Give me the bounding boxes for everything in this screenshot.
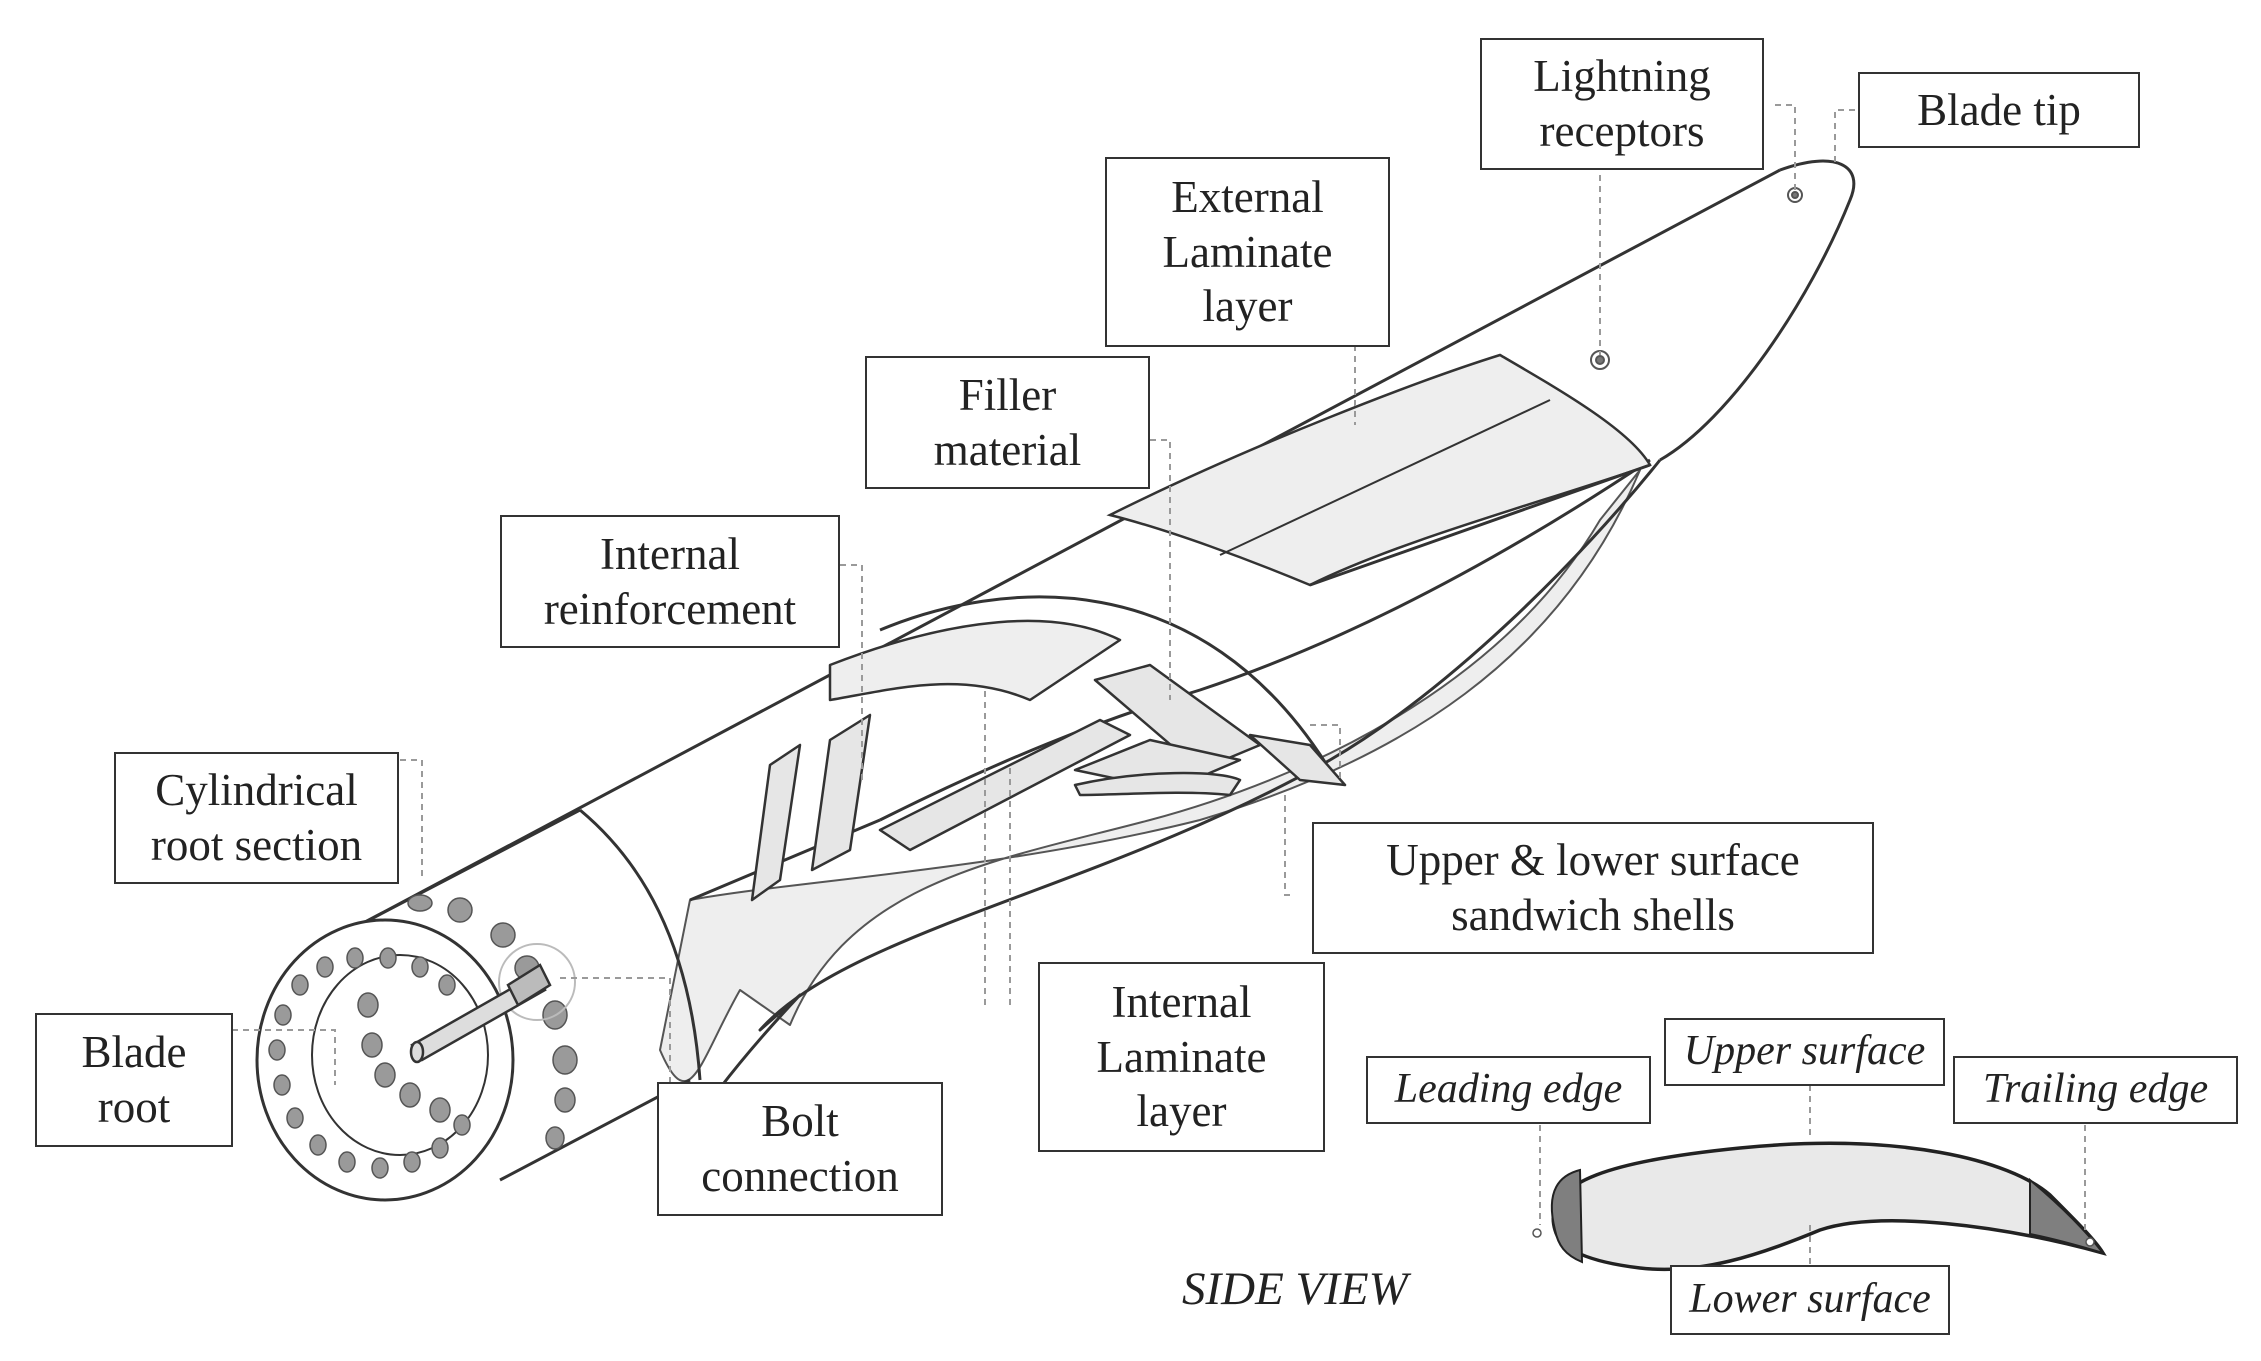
label-internal-reinforcement: Internal reinforcement bbox=[500, 515, 840, 648]
shell-seam bbox=[879, 458, 1651, 822]
label-filler-material: Filler material bbox=[865, 356, 1150, 489]
cut-edge-left bbox=[579, 808, 702, 1081]
upper-edge bbox=[349, 168, 1781, 932]
label-leading-edge: Leading edge bbox=[1366, 1056, 1651, 1124]
label-lower-surface: Lower surface bbox=[1670, 1265, 1950, 1335]
shell-cut-front bbox=[879, 595, 1332, 771]
label-blade-root: Blade root bbox=[35, 1013, 233, 1147]
root-side-holes bbox=[407, 894, 578, 1150]
trailing-core bbox=[1248, 733, 1347, 787]
blade-root-flange bbox=[255, 894, 578, 1202]
label-bolt-connection: Bolt connection bbox=[657, 1082, 943, 1216]
trailing-edge-cap bbox=[2029, 1177, 2106, 1255]
label-lightning-receptors: Lightning receptors bbox=[1480, 38, 1764, 170]
leader-lines bbox=[232, 104, 1855, 1090]
lower-shell bbox=[659, 469, 1641, 1083]
web-left bbox=[750, 743, 802, 902]
leading-edge bbox=[678, 459, 1662, 1146]
label-sandwich-shells: Upper & lower surface sandwich shells bbox=[1312, 822, 1874, 954]
blade-body bbox=[349, 159, 1856, 1182]
web-mid bbox=[810, 713, 872, 872]
spar-cap-lower bbox=[878, 718, 1132, 852]
leading-edge-cap bbox=[1550, 1168, 1584, 1264]
label-internal-laminate: Internal Laminate layer bbox=[1038, 962, 1325, 1152]
bolt bbox=[409, 943, 576, 1064]
tip-curve bbox=[1659, 159, 1856, 462]
internal-spars bbox=[750, 619, 1347, 902]
flange-bolt-holes bbox=[268, 947, 471, 1179]
airfoil-leader-lines bbox=[1539, 1085, 2086, 1265]
airfoil-side-view bbox=[1532, 1141, 2107, 1272]
spar-cap-upper bbox=[828, 619, 1122, 702]
external-laminate-panel bbox=[1106, 353, 1652, 587]
root-side-top bbox=[349, 808, 581, 932]
label-trailing-edge: Trailing edge bbox=[1953, 1056, 2238, 1124]
label-cylindrical-root-section: Cylindrical root section bbox=[114, 752, 399, 884]
lower-spar-cap bbox=[1073, 771, 1242, 797]
label-blade-tip: Blade tip bbox=[1858, 72, 2140, 148]
label-upper-surface: Upper surface bbox=[1664, 1018, 1945, 1086]
side-view-caption: SIDE VIEW bbox=[1182, 1263, 1408, 1315]
label-external-laminate: External Laminate layer bbox=[1105, 157, 1390, 347]
